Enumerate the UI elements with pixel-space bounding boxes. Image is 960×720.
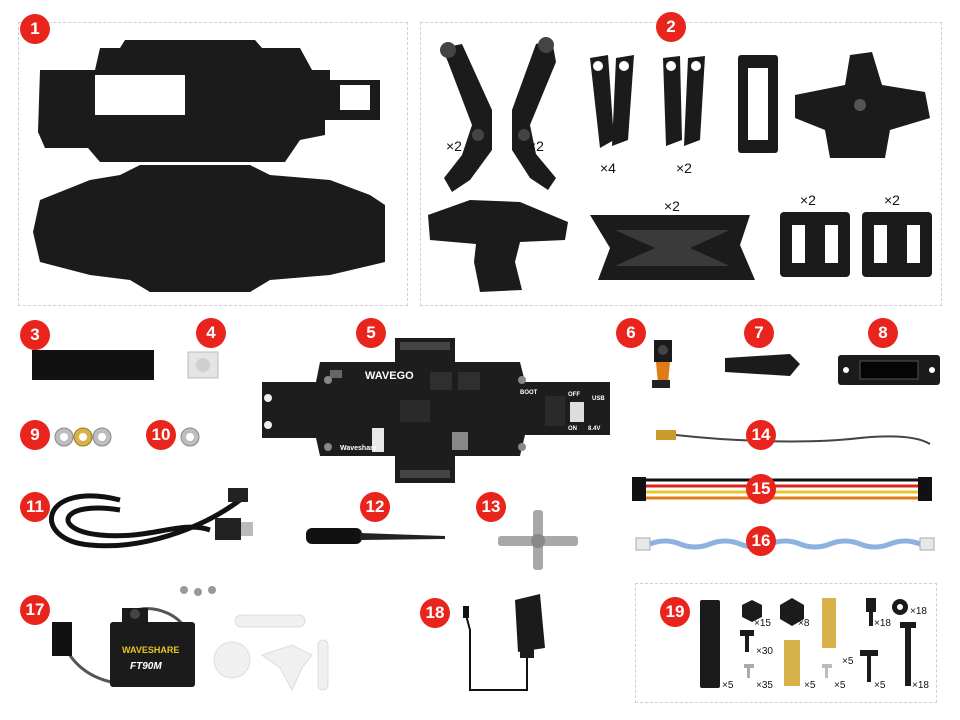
item-number-badge: 8 xyxy=(868,318,898,348)
panel-plates xyxy=(18,22,408,306)
qty-bracket-b: ×2 xyxy=(884,192,900,208)
qty-housing: ×2 xyxy=(664,198,680,214)
item-number-badge: 9 xyxy=(20,420,50,450)
qty-screw-short: ×30 xyxy=(756,646,773,657)
qty-screw-flat: ×5 xyxy=(834,680,846,691)
item-number-badge: 18 xyxy=(420,598,450,628)
qty-link-b: ×2 xyxy=(676,160,692,176)
qty-leg-left: ×2 xyxy=(446,138,462,154)
item-number-badge: 11 xyxy=(20,492,50,522)
qty-standoff-short: ×5 xyxy=(804,680,816,691)
board-switch-on: ON xyxy=(568,426,577,432)
qty-tube: ×5 xyxy=(722,680,734,691)
item-number-badge: 10 xyxy=(146,420,176,450)
item-number-badge: 5 xyxy=(356,318,386,348)
item-number-badge: 14 xyxy=(746,420,776,450)
qty-standoff: ×5 xyxy=(842,656,854,667)
item-number-badge: 6 xyxy=(616,318,646,348)
qty-screw-cap: ×5 xyxy=(874,680,886,691)
item-number-badge: 7 xyxy=(744,318,774,348)
qty-link-a: ×4 xyxy=(600,160,616,176)
panel-hardware xyxy=(635,583,937,703)
item-number-badge: 2 xyxy=(656,12,686,42)
qty-bracket-a: ×2 xyxy=(800,192,816,208)
servo-brand: WAVESHARE xyxy=(122,645,180,655)
item-number-badge: 19 xyxy=(660,597,690,627)
item-number-badge: 16 xyxy=(746,526,776,556)
board-switch-off: OFF xyxy=(568,392,580,398)
board-name: WAVEGO xyxy=(365,370,414,382)
board-boot: BOOT xyxy=(520,390,538,396)
board-brand: Waveshare xyxy=(340,445,377,452)
board-usb: USB xyxy=(592,396,605,402)
item-number-badge: 12 xyxy=(360,492,390,522)
qty-washer: ×18 xyxy=(910,606,927,617)
servo-model: FT90M xyxy=(130,661,162,672)
item-number-badge: 13 xyxy=(476,492,506,522)
item-number-badge: 17 xyxy=(20,595,50,625)
qty-screw-tiny: ×35 xyxy=(756,680,773,691)
board-power: 8.4V xyxy=(588,426,601,432)
qty-screw-long: ×18 xyxy=(874,618,891,629)
item-number-badge: 1 xyxy=(20,14,50,44)
qty-leg-right: ×2 xyxy=(528,138,544,154)
qty-screw-long-b: ×18 xyxy=(912,680,929,691)
item-number-badge: 15 xyxy=(746,474,776,504)
item-number-badge: 3 xyxy=(20,320,50,350)
qty-nut-large: ×8 xyxy=(798,618,810,629)
qty-nut-small: ×15 xyxy=(754,618,771,629)
item-number-badge: 4 xyxy=(196,318,226,348)
